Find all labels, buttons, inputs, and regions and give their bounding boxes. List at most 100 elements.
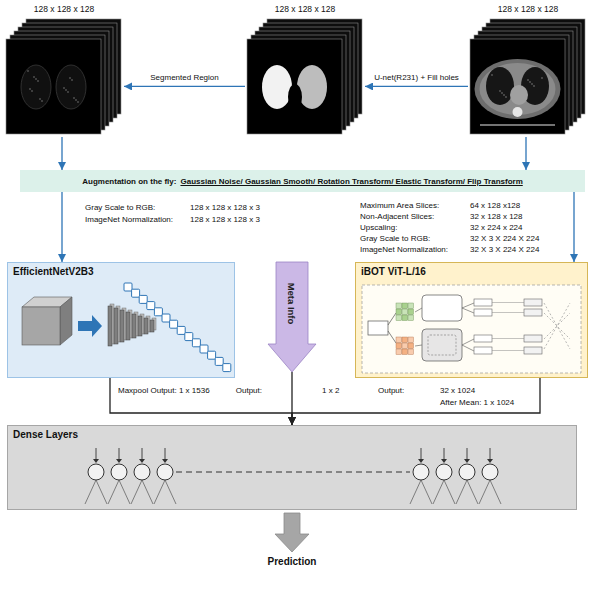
prediction-arrow	[275, 513, 309, 552]
student-encoder	[422, 329, 462, 361]
token	[524, 335, 542, 342]
input-line	[119, 448, 120, 460]
vessel-dot	[505, 96, 507, 98]
input-line	[96, 448, 97, 460]
input-line	[467, 448, 468, 460]
vessel-dot	[531, 83, 533, 85]
feature-vector-cell	[154, 308, 162, 316]
node-title: Augmentation on the fly:	[82, 176, 176, 187]
token	[474, 335, 492, 342]
tissue-dot	[37, 80, 39, 82]
patch-cell	[402, 337, 408, 343]
annotation-label: Gray Scale to RGB:	[360, 234, 430, 244]
connector	[573, 192, 574, 262]
slice-frame	[247, 39, 342, 134]
edge-label: Segmented Region	[148, 73, 221, 83]
node-title: Dense Layers	[13, 429, 571, 441]
weight-line	[165, 480, 176, 504]
neuron	[459, 464, 475, 480]
tissue-dot	[29, 88, 31, 90]
connector	[124, 86, 245, 87]
weight-line	[444, 480, 455, 504]
flow-arrow	[78, 315, 102, 337]
slice-frame	[6, 39, 101, 134]
tissue-dot	[69, 77, 71, 79]
input-head	[487, 459, 493, 463]
feature-slab	[126, 312, 130, 340]
tissue-dot	[39, 98, 41, 100]
patch-cell	[402, 343, 408, 349]
patch-cell	[396, 349, 402, 355]
feature-vector-cell	[132, 289, 140, 297]
tissue-dot	[63, 87, 65, 89]
patch-cell	[408, 303, 414, 309]
connector	[61, 137, 62, 170]
eff-illustration	[8, 263, 234, 377]
lung-mask	[262, 65, 292, 109]
lung-region	[21, 65, 51, 109]
weight-line	[410, 480, 421, 504]
patch-cell	[396, 315, 402, 321]
vit-box: iBOT ViT-L/16	[355, 262, 588, 378]
feature-slab	[138, 316, 142, 336]
teacher-encoder	[422, 295, 462, 321]
feature-vector-cell	[223, 364, 231, 372]
input-head	[464, 459, 470, 463]
token	[474, 299, 492, 306]
patch-cell	[396, 309, 402, 315]
augmentation-band: Augmentation on the fly:Gaussian Noise/ …	[20, 170, 585, 192]
feature-vector-cell	[139, 295, 147, 303]
edge-label: U-net(R231) + Fill holes	[372, 73, 461, 83]
image-stack	[468, 17, 588, 137]
weight-line	[456, 480, 467, 504]
neuron	[134, 464, 150, 480]
mask-stack: 128 x 128 x 128	[245, 4, 365, 137]
input-image	[368, 321, 388, 335]
tissue-dot	[31, 90, 33, 92]
connector	[525, 137, 526, 170]
mediastinum	[288, 84, 302, 110]
vessel-dot	[527, 79, 529, 81]
ct-stack: 128 x 128 x 128	[468, 4, 588, 137]
patch-cell	[402, 303, 408, 309]
patch-cell	[408, 337, 414, 343]
input-head	[162, 459, 168, 463]
segmented-stack: 128 x 128 x 128	[4, 4, 124, 137]
meta-arrow: Meta Info	[268, 262, 316, 372]
weight-line	[479, 480, 490, 504]
connector	[61, 192, 62, 262]
connector	[110, 378, 292, 425]
output-label: Prediction	[268, 557, 317, 567]
feature-vector-cell	[185, 333, 193, 341]
patch-cell	[408, 315, 414, 321]
lung-region	[56, 65, 86, 109]
weight-line	[108, 480, 119, 504]
neuron	[436, 464, 452, 480]
front-slice	[470, 39, 565, 134]
tissue-dot	[65, 89, 67, 91]
annotation-label: Output:	[378, 386, 404, 396]
node-title: EfficientNetV2B3	[13, 266, 229, 278]
input-line	[421, 448, 422, 460]
cnn-box: EfficientNetV2B3	[7, 262, 235, 378]
table-line	[480, 124, 555, 126]
weight-line	[467, 480, 478, 504]
feature-vector-cell	[177, 326, 185, 334]
weight-line	[142, 480, 153, 504]
patch-cell	[408, 349, 414, 355]
token-link	[492, 338, 524, 339]
patch-cell	[396, 303, 402, 309]
front-slice	[6, 39, 101, 134]
tissue-dot	[41, 100, 43, 102]
dense-illustration	[8, 426, 576, 509]
vessel-dot	[503, 94, 505, 96]
ellipsis-line	[176, 471, 410, 472]
neuron	[88, 464, 104, 480]
input-line	[444, 448, 445, 460]
input-line	[490, 448, 491, 460]
tissue-dot	[75, 99, 77, 101]
input-head	[93, 459, 99, 463]
figure-frame	[362, 285, 581, 373]
feature-vector-cell	[147, 302, 155, 310]
weight-line	[154, 480, 165, 504]
